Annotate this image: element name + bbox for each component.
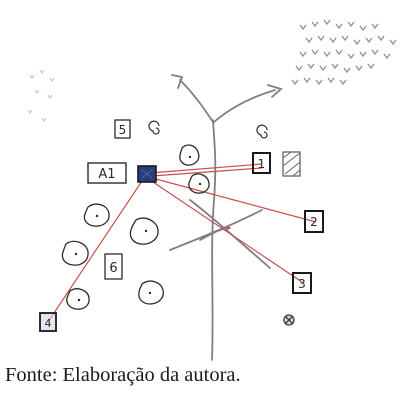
cross-line-a	[169, 209, 263, 251]
line-center-to-4	[47, 174, 147, 323]
line-center-to-1b	[151, 167, 263, 177]
blob	[179, 144, 200, 166]
box-5: 5	[114, 119, 131, 139]
box-2: 2	[304, 210, 324, 233]
box-4-label: 4	[45, 317, 52, 330]
blob	[66, 288, 90, 310]
box-6: 6	[104, 253, 123, 280]
box-1: 1	[252, 152, 271, 174]
blob	[83, 203, 110, 227]
box-4: 4	[39, 312, 57, 332]
blob	[61, 240, 89, 266]
box-1-label: 1	[258, 157, 266, 171]
box-3-label: 3	[298, 277, 306, 291]
blob	[188, 173, 210, 194]
spiral-icon	[256, 124, 268, 139]
intersection-point	[226, 226, 230, 230]
box-3: 3	[292, 272, 312, 294]
right-branch-arrow	[213, 89, 276, 123]
box-a1-label: A1	[98, 167, 115, 182]
blob-shapes	[61, 144, 210, 310]
hatched-box	[282, 151, 301, 177]
box-5-label: 5	[119, 123, 127, 137]
line-center-to-1	[149, 163, 263, 174]
line-center-to-3	[149, 179, 303, 283]
decorative-marks-top-right	[291, 19, 397, 86]
blob	[129, 217, 159, 245]
left-arrow-head	[171, 74, 184, 89]
hand-drawn-diagram: A1 5 1 2 3 4 6	[27, 19, 397, 361]
decorative-marks-left	[27, 69, 55, 123]
line-center-to-2	[151, 177, 317, 223]
figure-caption: Fonte: Elaboração da autora.	[5, 364, 241, 386]
crossed-circle-icon	[283, 314, 295, 326]
pencil-axes	[169, 74, 283, 361]
right-arrow-head	[267, 84, 283, 98]
box-2-label: 2	[310, 215, 318, 229]
blob-dots	[74, 155, 202, 302]
cross-line-b	[189, 199, 271, 269]
box-6-label: 6	[109, 261, 117, 276]
central-node	[137, 165, 157, 183]
left-branch-arrow	[179, 79, 214, 123]
spiral-icon	[148, 120, 160, 135]
vertical-axis	[211, 119, 217, 361]
connection-lines	[47, 163, 317, 323]
box-a1: A1	[87, 162, 127, 184]
blob	[138, 280, 164, 305]
